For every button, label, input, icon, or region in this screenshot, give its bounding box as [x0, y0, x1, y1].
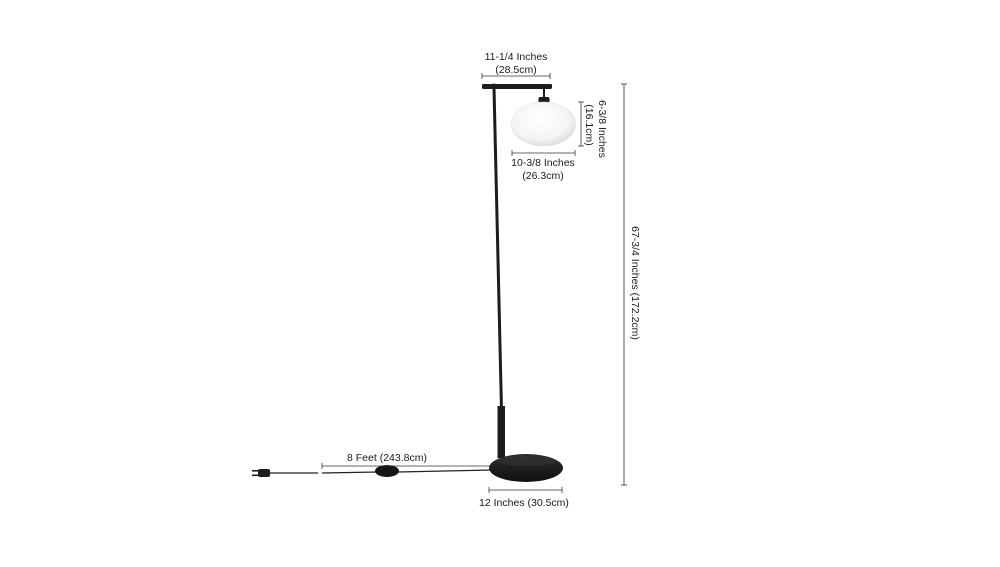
- base-width-label: 12 Inches (30.5cm): [479, 497, 569, 509]
- plug-body: [258, 469, 270, 477]
- lamp-arm: [482, 84, 552, 89]
- dimension-lines: [321, 73, 627, 493]
- shade-width-label-line2: (26.3cm): [522, 170, 563, 182]
- cord-length-label: 8 Feet (243.8cm): [347, 452, 427, 464]
- shade-height-label-line1: 6-3/8 Inches: [596, 100, 608, 158]
- foot-switch: [375, 465, 399, 477]
- shade-height-label: 6-3/8 Inches (16.1cm): [583, 100, 608, 158]
- lamp-shade-rod: [543, 89, 545, 98]
- floor-lamp: [482, 83, 576, 482]
- base-width-dimension-line: [488, 487, 563, 493]
- shade-width-label-line1: 10-3/8 Inches: [511, 157, 575, 169]
- arm-width-dimension-line: [481, 73, 551, 79]
- total-height-label: 67-3/4 Inches (172.2cm): [629, 226, 641, 340]
- shade-height-dimension-line: [578, 101, 584, 147]
- lamp-pole-upper: [492, 88, 503, 410]
- lamp-pole-lower: [497, 406, 505, 458]
- lamp-base: [489, 454, 563, 482]
- arm-width-label-line1: 11-1/4 Inches: [485, 51, 548, 63]
- cord-wire-2: [321, 469, 493, 474]
- power-cord: [252, 465, 493, 477]
- cord-length-dimension-line: [321, 463, 490, 469]
- plug-prong-bottom: [252, 474, 258, 477]
- arm-width-label-line2: (28.5cm): [495, 64, 536, 76]
- shade-width-dimension-line: [511, 150, 576, 156]
- plug-prong-top: [252, 470, 258, 472]
- total-height-dimension-line: [621, 83, 627, 486]
- total-height-label-text: 67-3/4 Inches (172.2cm): [629, 226, 641, 340]
- shade-height-label-line2: (16.1cm): [583, 104, 595, 145]
- lamp-shade: [511, 101, 576, 147]
- lamp-base-highlight: [496, 456, 556, 466]
